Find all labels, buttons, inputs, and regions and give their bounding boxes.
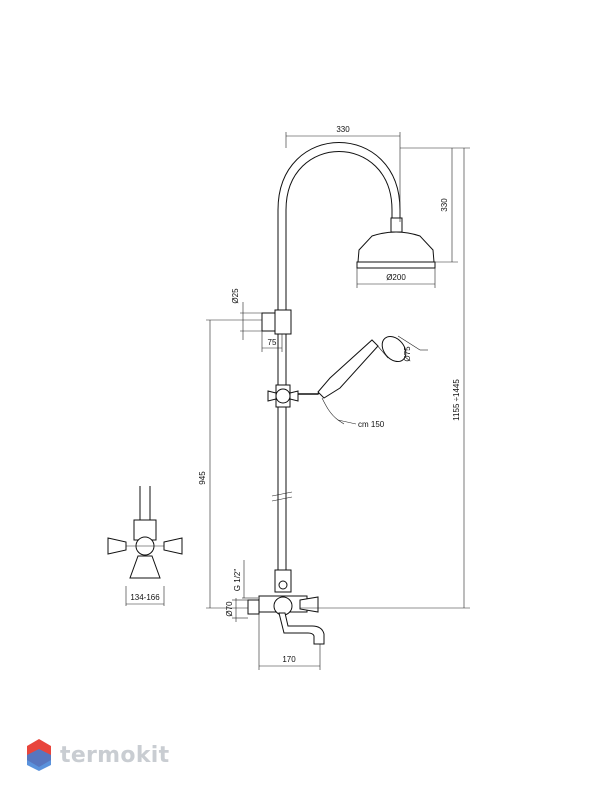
shower-head-rim <box>356 261 436 269</box>
side-view-right-handle <box>163 537 183 555</box>
holder-knob-left <box>267 390 277 402</box>
holder-knob-right <box>289 390 299 402</box>
hand-shower-handle <box>317 339 379 399</box>
connection-label: G 1/2" <box>233 569 242 592</box>
bracket-offset-label: 75 <box>268 338 277 347</box>
mixer-cross-handle <box>299 596 319 613</box>
hose-leader <box>321 397 345 425</box>
bath-spout <box>278 612 325 645</box>
brand-name: termokit <box>60 742 170 768</box>
side-view-left-handle <box>107 537 127 555</box>
head-diameter-label: Ø200 <box>386 273 406 282</box>
riser-break-2 <box>271 496 293 502</box>
side-view-spout <box>129 555 161 579</box>
head-connector <box>390 217 403 233</box>
shower-head <box>357 231 435 263</box>
hose-label-leader <box>337 419 357 425</box>
termokit-logo-icon <box>27 739 51 771</box>
gooseneck-arm-outer <box>277 142 401 310</box>
side-view-riser <box>139 486 151 520</box>
diverter-knob <box>278 580 288 590</box>
arm-width-label: 330 <box>336 125 350 134</box>
riser-break-1 <box>271 491 293 497</box>
holder-knob <box>275 388 291 404</box>
hand-shower-collar <box>375 343 389 359</box>
brand-watermark: termokit <box>26 738 169 772</box>
hose-length-label: cm 150 <box>358 420 385 429</box>
mixer-inlet <box>247 599 260 615</box>
inlet-centers-label: 134-166 <box>130 593 160 602</box>
hand-shower-diameter-label: Ø75 <box>403 346 412 362</box>
wall-bracket-coupling <box>274 309 292 335</box>
mixer-hub <box>273 596 293 616</box>
spout-reach-label: 170 <box>282 655 296 664</box>
bracket-height-label: 945 <box>198 471 207 485</box>
bracket-diameter-label: Ø25 <box>231 288 240 304</box>
wall-bracket-arm <box>261 312 276 332</box>
total-height-label: 1155 ÷1445 <box>452 379 461 421</box>
spout-diameter-label: Ø70 <box>225 601 234 617</box>
gooseneck-arm-inner <box>285 151 393 310</box>
head-drop-label: 330 <box>440 198 449 212</box>
hand-shower-head <box>381 335 407 363</box>
hand-dia-leader <box>397 335 421 351</box>
